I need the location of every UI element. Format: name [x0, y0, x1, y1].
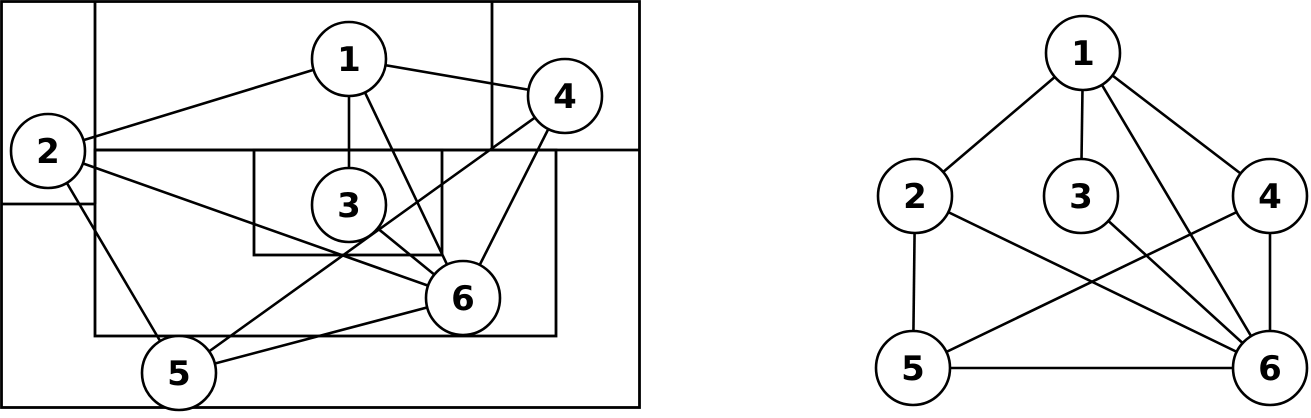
node-label: 1 — [1071, 34, 1095, 74]
node-1: 1 — [1044, 14, 1122, 92]
edge-2-6 — [47, 149, 464, 300]
nodes: 1 2 3 4 5 6 — [874, 14, 1309, 407]
edge-5-6 — [178, 296, 464, 375]
region-rectangles — [0, 0, 641, 409]
node-label: 2 — [36, 132, 60, 172]
node-label: 1 — [337, 40, 361, 80]
graph-diagram: 1 2 3 4 5 6 — [874, 14, 1309, 407]
node-circle — [526, 57, 604, 135]
node-2: 2 — [876, 157, 954, 235]
edge-1-6 — [347, 58, 465, 299]
node-label: 6 — [1258, 349, 1282, 389]
node-circle — [876, 157, 954, 235]
node-1: 1 — [310, 20, 388, 98]
node-label: 4 — [1258, 177, 1282, 217]
node-circle — [1044, 14, 1122, 92]
node-2: 2 — [9, 112, 87, 190]
node-circle — [874, 329, 952, 407]
edge-1-6 — [1081, 52, 1272, 369]
edge-3-6 — [1080, 195, 1271, 369]
node-4: 4 — [1231, 157, 1309, 235]
node-circle — [1042, 157, 1120, 235]
node-label: 5 — [167, 354, 191, 394]
node-3: 3 — [1042, 157, 1120, 235]
node-circle — [1231, 157, 1309, 235]
node-label: 2 — [903, 177, 927, 217]
node-5: 5 — [140, 334, 218, 412]
node-6: 6 — [424, 259, 502, 337]
node-4: 4 — [526, 57, 604, 135]
node-circle — [140, 334, 218, 412]
node-6: 6 — [1231, 329, 1309, 407]
node-label: 4 — [553, 77, 577, 117]
edge-1-2 — [47, 57, 350, 153]
rectangle-representation-diagram: 1 2 3 4 5 6 — [0, 0, 641, 412]
node-label: 3 — [1069, 177, 1093, 217]
node-label: 3 — [337, 186, 361, 226]
node-5: 5 — [874, 329, 952, 407]
node-circle — [1231, 329, 1309, 407]
node-3: 3 — [310, 166, 388, 244]
edge-2-5 — [46, 150, 181, 374]
node-label: 6 — [451, 279, 475, 319]
node-label: 5 — [901, 349, 925, 389]
node-circle — [310, 166, 388, 244]
edge-1-4 — [1082, 51, 1271, 198]
node-circle — [424, 259, 502, 337]
nodes: 1 2 3 4 5 6 — [9, 20, 604, 412]
node-circle — [9, 112, 87, 190]
edge-4-5 — [912, 194, 1271, 370]
node-circle — [310, 20, 388, 98]
